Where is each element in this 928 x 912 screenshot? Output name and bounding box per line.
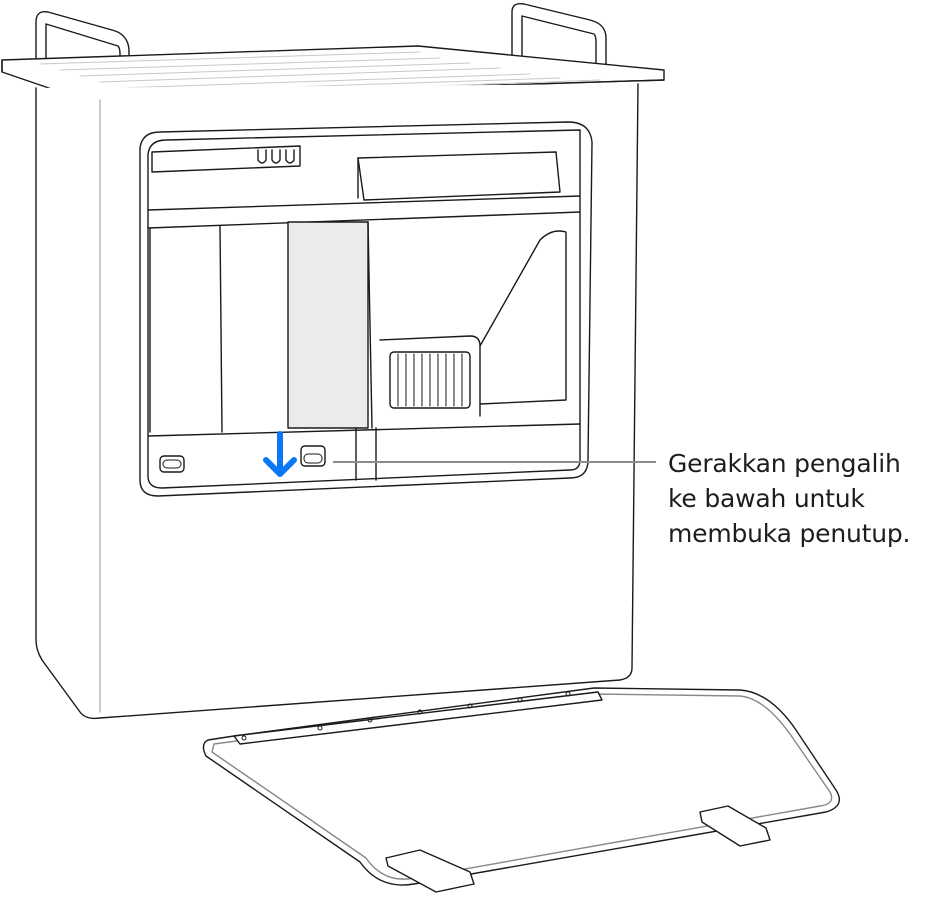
left-handle [35, 11, 130, 81]
down-arrow-icon [263, 431, 297, 477]
latch-switch [300, 445, 326, 467]
side-opening [139, 121, 593, 497]
right-handle [511, 2, 607, 67]
left-lock [159, 455, 185, 473]
callout-line-2: ke bawah untuk [668, 484, 865, 513]
callout-line-1: Gerakkan pengalih [668, 449, 901, 478]
side-panel [202, 687, 840, 893]
callout-text: Gerakkan pengalih ke bawah untuk membuka… [668, 446, 928, 551]
callout-line-3: membuka penutup. [668, 519, 911, 548]
